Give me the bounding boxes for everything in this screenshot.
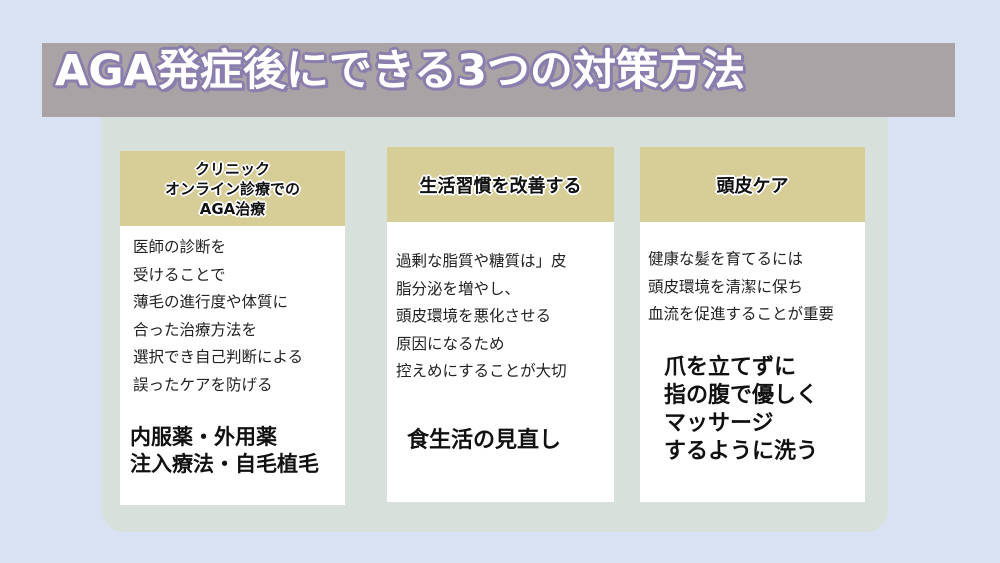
- card-heading-line: オンライン診療での: [164, 179, 300, 198]
- description-line: 脂分泌を増やし、: [396, 279, 521, 298]
- card-scalp-care: 頭皮ケア 健康な髪を育てるには 頭皮環境を清潔に保ち 血流を促進することが重要 …: [640, 147, 865, 502]
- description-line: 薄毛の進行度や体質に: [133, 293, 289, 312]
- card-heading-line: AGA治療: [199, 199, 266, 218]
- card-lifestyle: 生活習慣を改善する 過剰な脂質や糖質は」皮 脂分泌を増やし、 頭皮環境を悪化させ…: [387, 147, 614, 502]
- highlight-line: マッサージ: [664, 411, 774, 436]
- description-line: 選択でき自己判断による: [133, 348, 304, 367]
- highlight-line: 内服薬・外用薬: [130, 425, 277, 449]
- description-line: 過剰な脂質や糖質は」皮: [396, 252, 567, 270]
- highlight-line: 注入療法・自毛植毛: [130, 452, 319, 476]
- description-line: 医師の診断を: [133, 238, 227, 256]
- title-bar: [42, 43, 955, 117]
- description-line: 合った治療方法を: [133, 320, 258, 339]
- card-highlight: 内服薬・外用薬 注入療法・自毛植毛: [130, 424, 319, 478]
- highlight-line: 爪を立てずに: [664, 355, 797, 380]
- highlight-line: 指の腹で優しく: [664, 383, 819, 408]
- card-description: 健康な髪を育てるには 頭皮環境を清潔に保ち 血流を促進することが重要: [648, 246, 834, 329]
- card-clinic-treatment: クリニック オンライン診療での AGA治療 医師の診断を 受けることで 薄毛の進…: [120, 151, 345, 505]
- card-highlight: 爪を立てずに 指の腹で優しく マッサージ するように洗う: [664, 354, 818, 466]
- description-line: 血流を促進することが重要: [648, 305, 835, 324]
- highlight-line: 食生活の見直し: [407, 428, 562, 453]
- card-body: 健康な髪を育てるには 頭皮環境を清潔に保ち 血流を促進することが重要 爪を立てず…: [640, 222, 865, 502]
- description-line: 頭皮環境を清潔に保ち: [648, 277, 804, 296]
- card-heading: 頭皮ケア: [716, 175, 789, 197]
- card-highlight: 食生活の見直し: [407, 427, 561, 454]
- description-line: 頭皮環境を悪化させる: [396, 307, 552, 326]
- highlight-line: するように洗う: [664, 439, 819, 464]
- card-body: 過剰な脂質や糖質は」皮 脂分泌を増やし、 頭皮環境を悪化させる 原因になるため …: [387, 222, 614, 502]
- description-line: 受けることで: [133, 265, 226, 284]
- card-header: 頭皮ケア: [640, 147, 865, 222]
- description-line: 控えめにすることが大切: [396, 362, 567, 381]
- page-title: AGA発症後にできる3つの対策方法: [54, 45, 747, 98]
- card-description: 過剰な脂質や糖質は」皮 脂分泌を増やし、 頭皮環境を悪化させる 原因になるため …: [396, 248, 567, 386]
- card-heading-line: クリニック: [194, 159, 270, 178]
- card-header: 生活習慣を改善する: [387, 147, 614, 222]
- card-body: 医師の診断を 受けることで 薄毛の進行度や体質に 合った治療方法を 選択でき自己…: [120, 226, 345, 505]
- description-line: 健康な髪を育てるには: [648, 250, 804, 268]
- card-description: 医師の診断を 受けることで 薄毛の進行度や体質に 合った治療方法を 選択でき自己…: [133, 234, 303, 400]
- description-line: 原因になるため: [396, 334, 505, 353]
- card-heading: 生活習慣を改善する: [419, 175, 582, 197]
- card-header: クリニック オンライン診療での AGA治療: [120, 151, 345, 226]
- description-line: 誤ったケアを防げる: [133, 375, 273, 394]
